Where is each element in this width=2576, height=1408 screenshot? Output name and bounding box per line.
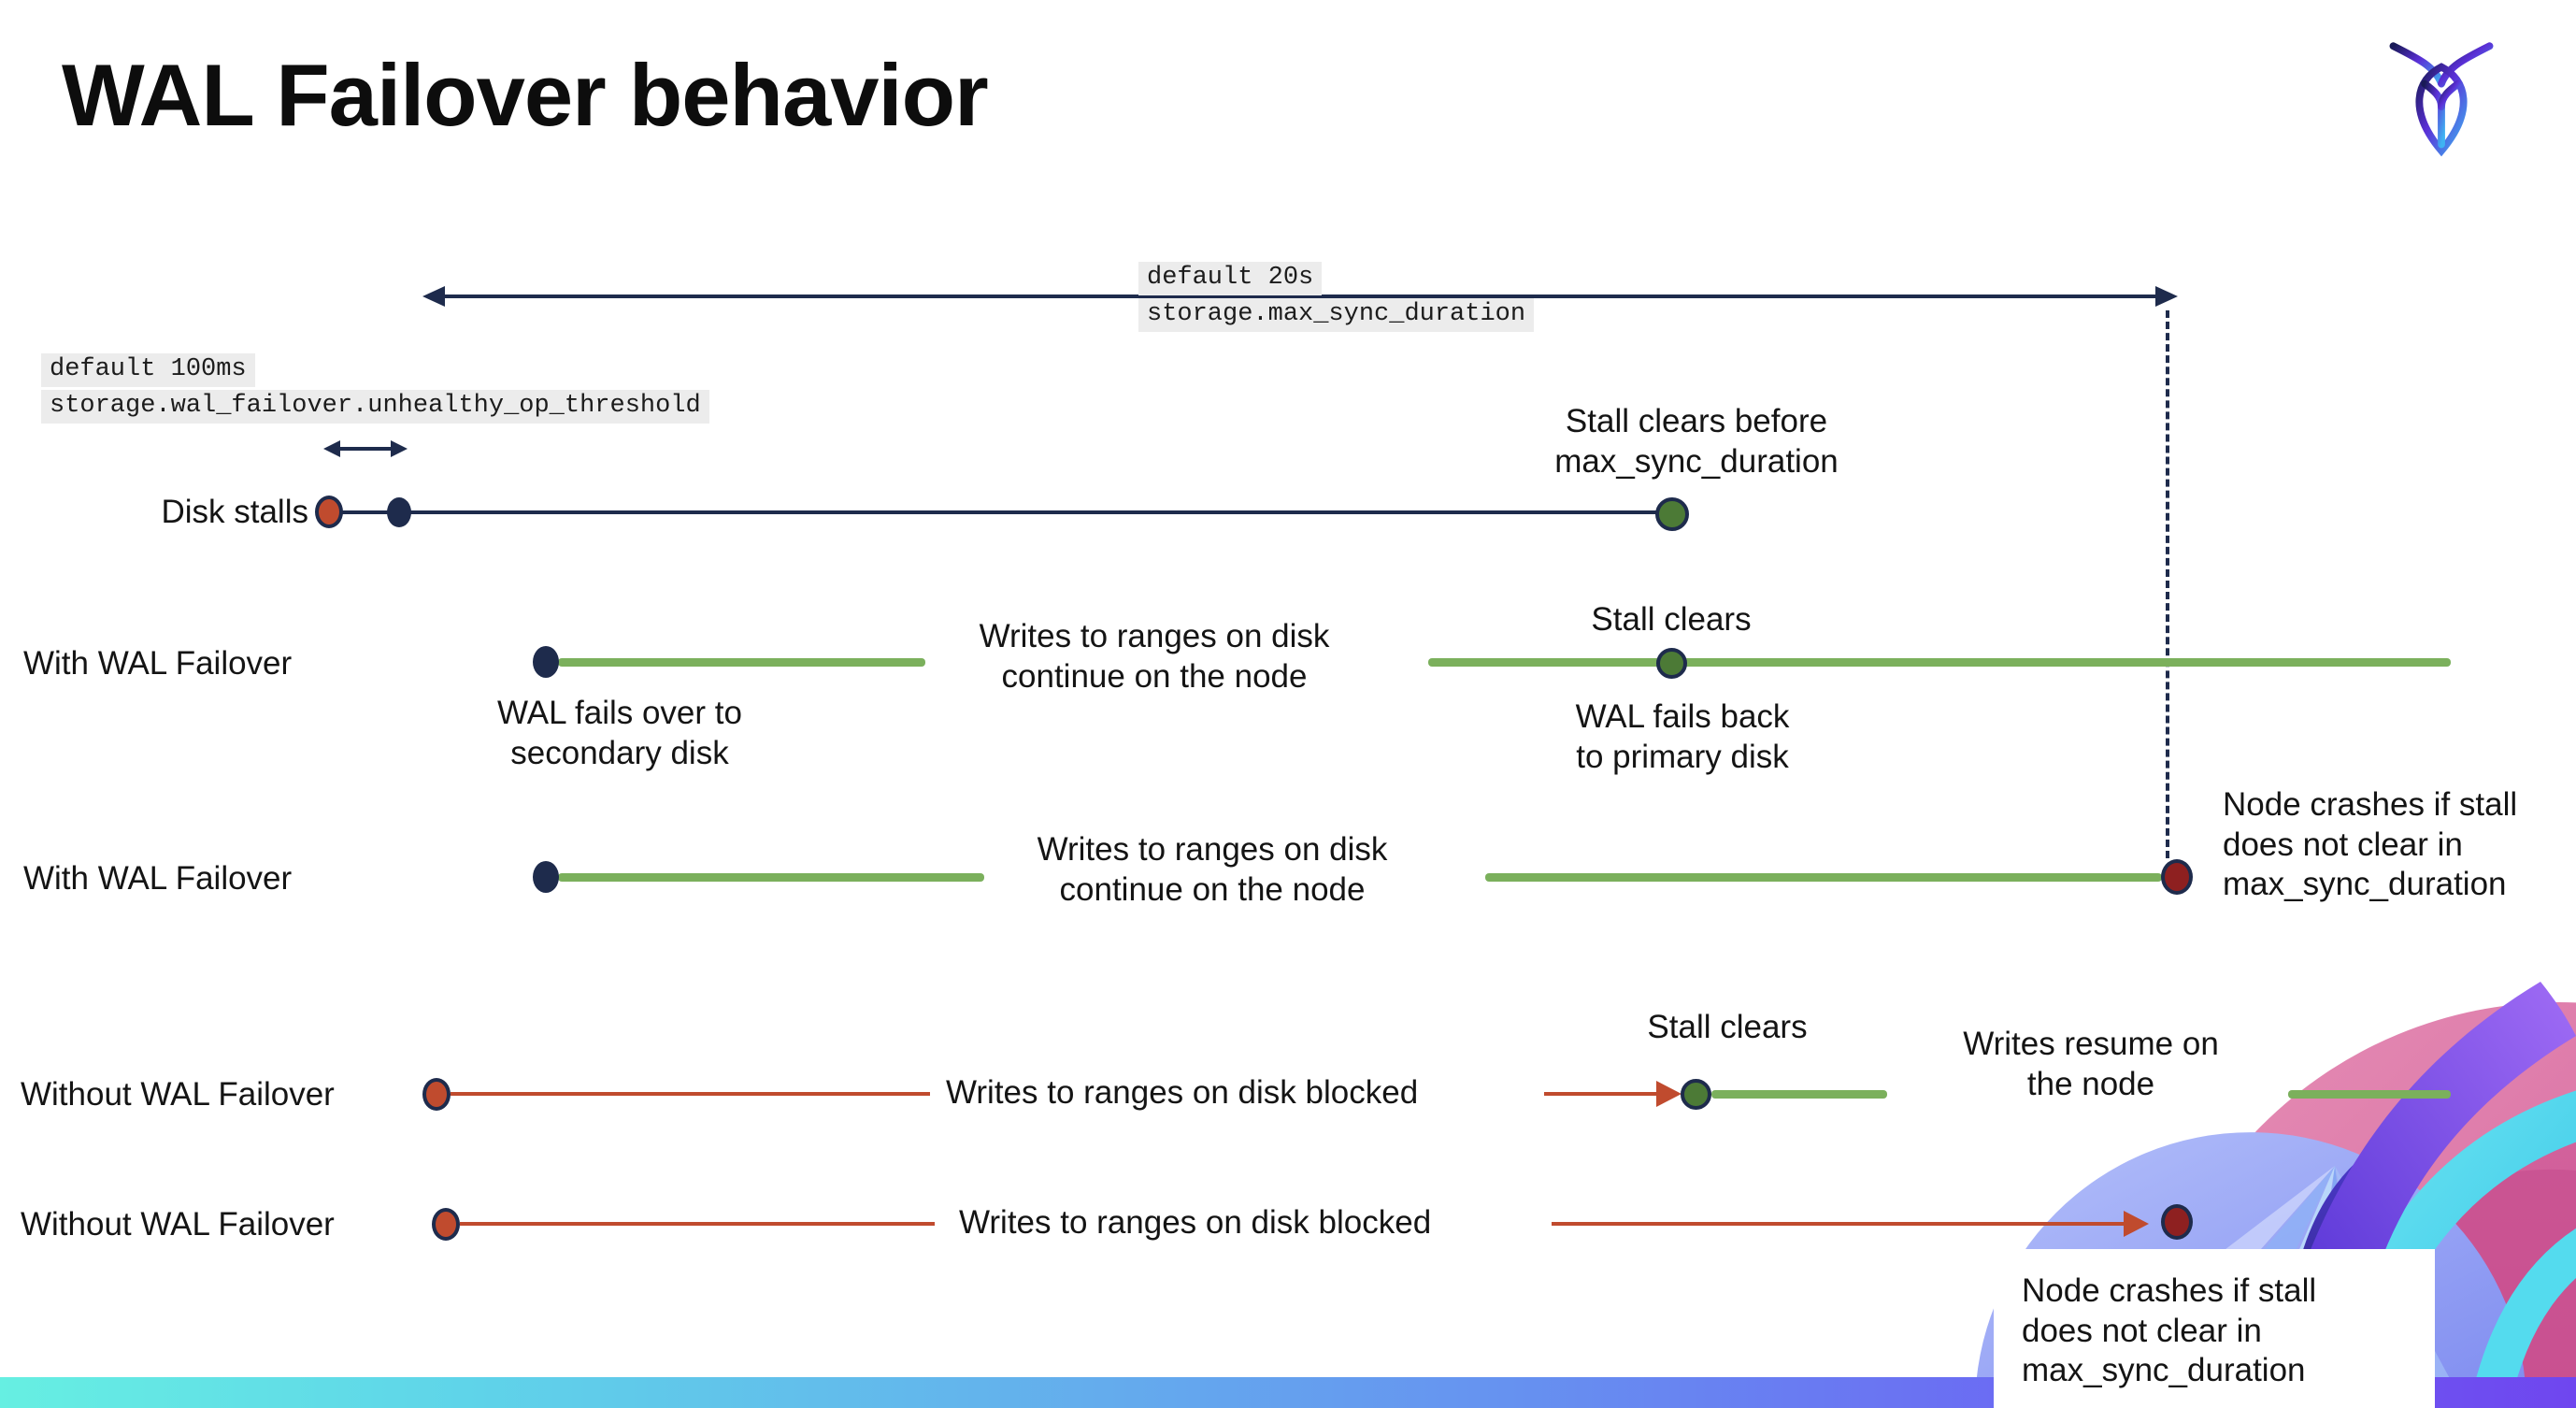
failover-dot (533, 646, 559, 678)
threshold-reached-dot (387, 497, 411, 527)
arrowhead-left-icon (422, 286, 445, 307)
stall-clears-dot (1655, 497, 1689, 531)
writes-blocked-segment (451, 1092, 930, 1096)
threshold-default-value: default 100ms (41, 353, 255, 387)
row-label-with-wal-failover-2: With WAL Failover (23, 860, 293, 897)
node-crash-dot-2 (2161, 1204, 2193, 1240)
disk-stall-timeline (329, 510, 1672, 514)
page-title: WAL Failover behavior (62, 46, 989, 144)
threshold-arrowhead-right-icon (391, 440, 408, 457)
writes-blocked-label: Writes to ranges on disk blocked (946, 1074, 1419, 1111)
writes-resume-label: Writes resume on the node (1963, 1026, 2219, 1102)
cockroachdb-logo-icon (2389, 42, 2494, 157)
writes-continue-segment-3 (558, 873, 984, 882)
row-label-disk-stalls: Disk stalls (161, 494, 308, 530)
threshold-setting-name: storage.wal_failover.unhealthy_op_thresh… (41, 390, 709, 424)
blocked-arrow-line (1544, 1092, 1666, 1096)
max-sync-deadline-dashed-line (2166, 310, 2169, 858)
stall-start-dot (315, 496, 343, 528)
node-crashes-label-2: Node crashes if stall does not clear in … (2022, 1272, 2317, 1389)
threshold-span-line (338, 447, 393, 451)
failover-dot-2 (533, 861, 559, 893)
stall-clears-label-2: Stall clears (1647, 1009, 1808, 1045)
writes-blocked-label-2: Writes to ranges on disk blocked (959, 1204, 1432, 1241)
arrowhead-right-icon (2155, 286, 2178, 307)
node-crashes-label: Node crashes if stall does not clear in … (2223, 786, 2518, 903)
writes-resume-segment-2 (2288, 1090, 2451, 1099)
node-crashes-card: Node crashes if stall does not clear in … (1994, 1249, 2435, 1408)
stall-clears-label: Stall clears (1591, 601, 1752, 638)
writes-continue-label: Writes to ranges on disk continue on the… (979, 618, 1330, 695)
threshold-annotation: default 100ms storage.wal_failover.unhea… (41, 353, 709, 424)
stall-start-dot-3 (432, 1208, 460, 1241)
stall-start-dot-2 (422, 1078, 451, 1111)
writes-continue-segment-4 (1485, 873, 2162, 882)
writes-blocked-segment-2 (460, 1222, 935, 1226)
writes-continue-label-2: Writes to ranges on disk continue on the… (1037, 831, 1388, 908)
max-sync-duration-annotation: default 20s storage.max_sync_duration (1138, 262, 1535, 332)
writes-resume-segment (1711, 1090, 1887, 1099)
max-sync-setting-name: storage.max_sync_duration (1138, 298, 1535, 332)
node-crash-dot (2161, 859, 2193, 895)
blocked-arrow-line-2 (1552, 1222, 2133, 1226)
wal-fails-over-label: WAL fails over to secondary disk (497, 695, 742, 771)
stall-clears-before-label: Stall clears before max_sync_duration (1554, 403, 1839, 480)
max-sync-duration-span-line (439, 295, 2167, 298)
stall-clears-dot-2 (1656, 648, 1687, 679)
row-label-without-wal-failover-2: Without WAL Failover (21, 1206, 335, 1243)
writes-continue-segment-2 (1428, 658, 2451, 667)
wal-fails-back-label: WAL fails back to primary disk (1575, 698, 1790, 775)
blocked-arrowhead-icon-2 (2124, 1211, 2149, 1237)
blocked-arrowhead-icon (1656, 1081, 1682, 1107)
threshold-arrowhead-left-icon (323, 440, 340, 457)
writes-continue-segment (558, 658, 925, 667)
row-label-without-wal-failover-1: Without WAL Failover (21, 1076, 335, 1113)
stall-clears-dot-3 (1681, 1079, 1711, 1110)
row-label-with-wal-failover-1: With WAL Failover (23, 645, 293, 682)
max-sync-default-value: default 20s (1138, 262, 1323, 295)
